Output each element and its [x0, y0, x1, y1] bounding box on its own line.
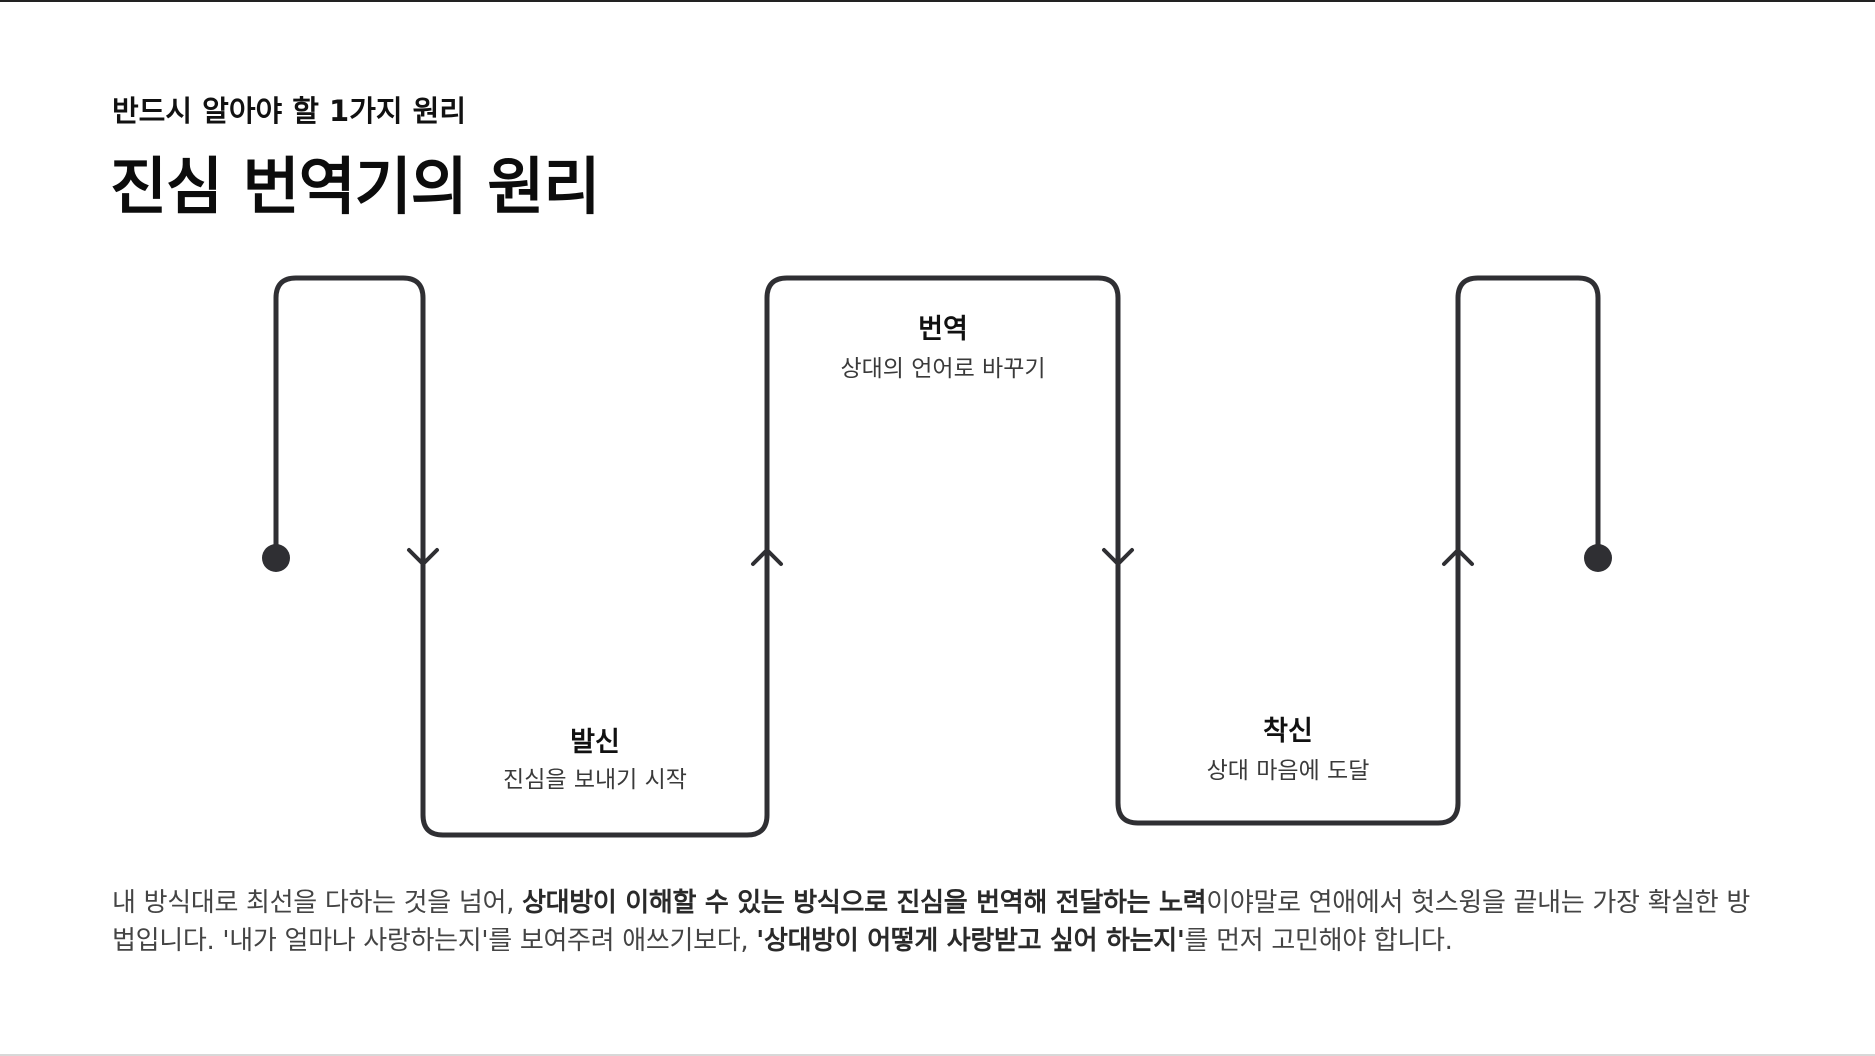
wave-path	[273, 275, 1601, 838]
step-receive-title: 착신	[1263, 716, 1313, 747]
body-emphasis: '상대방이 어떻게 사랑받고 싶어 하는지'	[756, 926, 1185, 956]
step-translate-desc: 상대의 언어로 바꾸기	[840, 356, 1045, 382]
body-emphasis: 상대방이 이해할 수 있는 방식으로 진심을 번역해 전달하는 노력	[522, 888, 1207, 918]
body-text-part: 이야말로 연애에서 헛스윙을 끝내는 가장 확실한 방법입니다. '내가 얼마나…	[112, 888, 1751, 956]
body-text-part: 를 먼저 고민해야 합니다.	[1184, 926, 1453, 956]
arrow-up-icon	[1442, 548, 1474, 566]
step-send-title: 발신	[570, 727, 620, 758]
end-dot	[1584, 544, 1612, 572]
step-send-desc: 진심을 보내기 시작	[503, 767, 687, 793]
step-translate-title: 번역	[918, 314, 968, 345]
step-receive-desc: 상대 마음에 도달	[1207, 758, 1370, 784]
start-dot	[262, 544, 290, 572]
arrow-up-icon	[751, 548, 783, 566]
arrow-down-icon	[1102, 548, 1134, 566]
page-title: 진심 번역기의 원리	[110, 150, 600, 223]
body-paragraph: 내 방식대로 최선을 다하는 것을 넘어, 상대방이 이해할 수 있는 방식으로…	[112, 884, 1772, 960]
page-subtitle: 반드시 알아야 할 1가지 원리	[112, 94, 467, 128]
body-text-part: 내 방식대로 최선을 다하는 것을 넘어,	[112, 888, 523, 918]
bottom-border	[0, 1054, 1875, 1056]
top-border	[0, 0, 1875, 2]
arrow-down-icon	[407, 548, 439, 566]
